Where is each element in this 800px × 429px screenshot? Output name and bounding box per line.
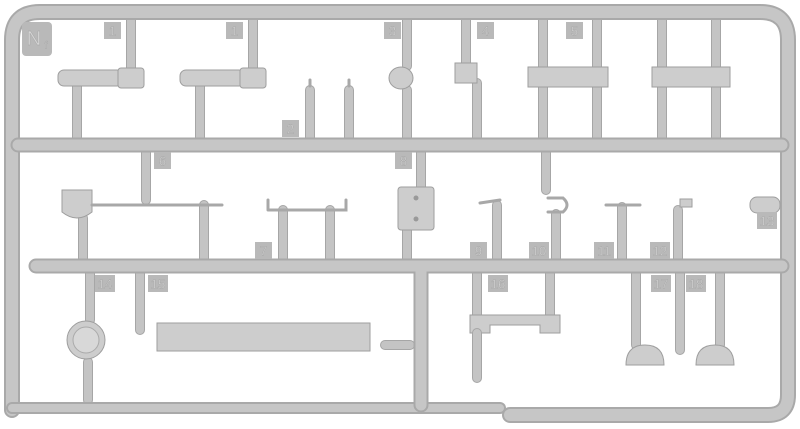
part-number-2: 2 (287, 122, 294, 137)
part-number-10: 10 (532, 244, 546, 259)
part-number-tags: N f 1 1 2 3 4 5 6 7 8 9 10 11 12 13 14 1… (22, 22, 777, 292)
part-13 (749, 196, 781, 214)
part-number-14: 14 (98, 277, 112, 292)
sprue-letter: N (27, 28, 41, 50)
part-18 (695, 344, 735, 366)
part-10 (546, 196, 569, 214)
part-number-7: 7 (260, 244, 267, 259)
part-5a (527, 66, 609, 88)
part-12 (679, 198, 693, 208)
part-number-3: 3 (389, 24, 396, 39)
sprue-letter-tag: N f (22, 22, 52, 56)
part-number-15: 15 (151, 277, 165, 292)
sprue-subscript: f (45, 41, 48, 52)
part-number-6: 6 (159, 154, 166, 169)
part-7 (266, 198, 348, 212)
part-number-17: 17 (654, 277, 668, 292)
part-number-18: 18 (689, 277, 703, 292)
part-number-11: 11 (597, 244, 611, 259)
part-number-5: 5 (571, 24, 578, 39)
sprue-gates (72, 7, 725, 405)
part-15 (156, 322, 371, 352)
part-17 (625, 344, 665, 366)
part-5b (651, 66, 731, 88)
sprue-frame (4, 4, 796, 423)
part-6-shovel (61, 189, 93, 219)
part-16 (469, 314, 561, 334)
part-1b (179, 69, 246, 87)
part-4 (454, 62, 478, 84)
part-1a (57, 69, 124, 87)
parts (57, 62, 781, 383)
part-9 (478, 198, 502, 205)
part-3 (388, 66, 414, 90)
part-number-16: 16 (491, 277, 505, 292)
part-number-8: 8 (400, 154, 407, 169)
part-number-4: 4 (482, 24, 489, 39)
part-number-13: 13 (760, 214, 774, 229)
part-8 (397, 186, 435, 231)
part-number-1b: 1 (231, 24, 238, 39)
part-number-12: 12 (653, 244, 667, 259)
part-number-1a: 1 (109, 24, 116, 39)
part-number-9: 9 (475, 244, 482, 259)
